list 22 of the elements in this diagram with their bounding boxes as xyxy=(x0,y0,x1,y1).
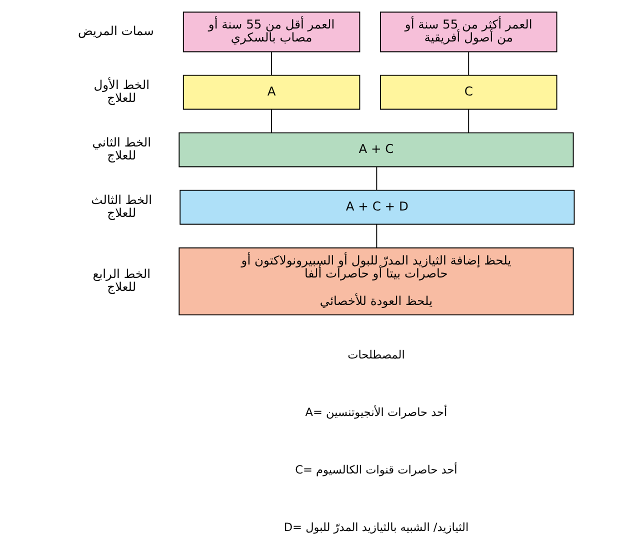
node-box: العمر أقل من 55 سنة أو مصاب بالسكري xyxy=(182,12,360,52)
label: D= الثيازيد/ الشبيه بالثيازيد المدرّ للبول xyxy=(284,520,469,534)
label: المصطلحات xyxy=(348,348,405,362)
connector xyxy=(376,224,378,248)
label: الخط الرابع للعلاج xyxy=(92,266,151,294)
connector xyxy=(468,52,470,76)
label: الخط الثالث للعلاج xyxy=(91,192,152,220)
label: A= أحد حاصرات الأنجيوتنسين xyxy=(305,406,448,419)
label: C= أحد حاصرات قنوات الكالسيوم xyxy=(295,463,458,476)
connector xyxy=(468,109,470,134)
label: سمات المريض xyxy=(78,24,154,38)
connector xyxy=(271,109,272,134)
node-box: A + C xyxy=(178,132,574,168)
node-box: يلحظ إضافة الثيازيد المدرّ للبول أو السبيرونولاكتون أو حاصرات بيتا أو حاصرات ألفا يلحظ العودة للأخصائي xyxy=(178,247,574,316)
label: الخط الثاني للعلاج xyxy=(92,135,152,163)
node-box: A + C + D xyxy=(180,190,575,225)
node-box: العمر أكثر من 55 سنة أو من أصول أفريقية xyxy=(380,12,558,52)
connector xyxy=(271,52,272,76)
node-box: C xyxy=(380,74,558,110)
label: الخط الأول للعلاج xyxy=(94,78,150,106)
node-box: A xyxy=(182,74,360,110)
connector xyxy=(376,166,378,191)
